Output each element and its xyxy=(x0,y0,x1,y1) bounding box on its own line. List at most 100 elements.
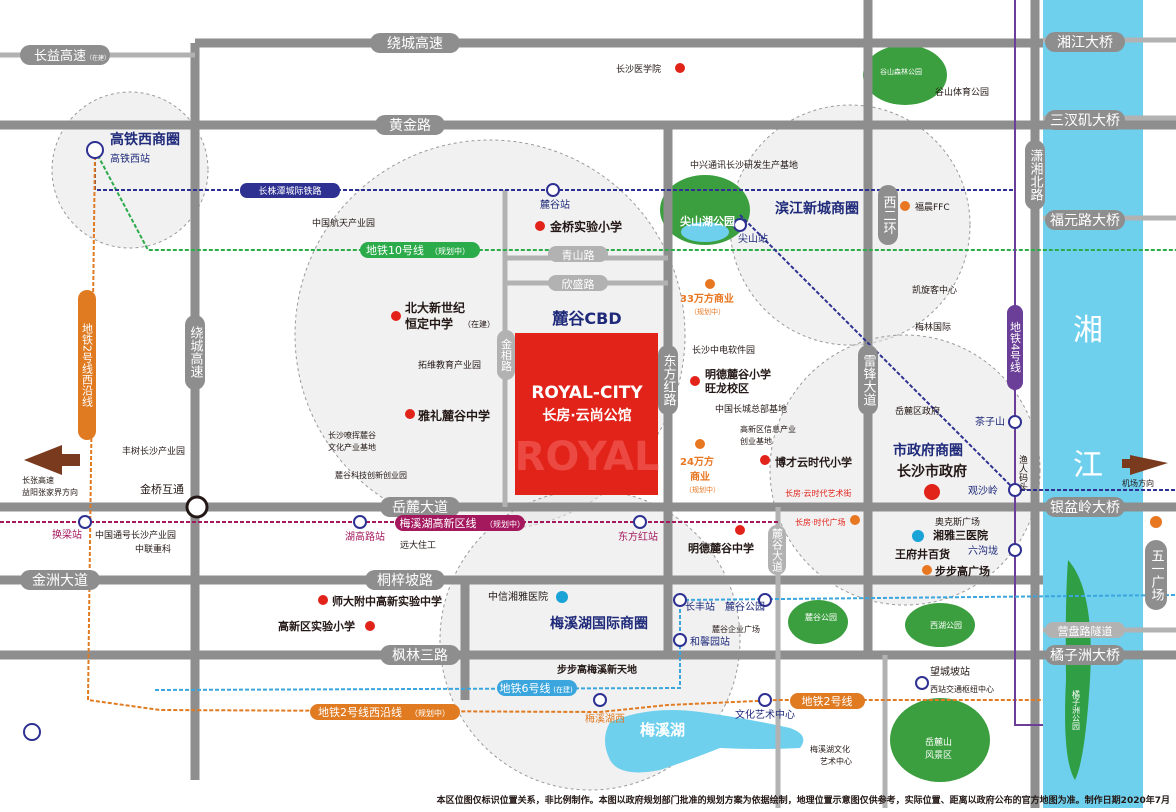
guyushan-label: 谷山森林公园 xyxy=(880,67,922,76)
mall-icon xyxy=(900,201,910,211)
mingdezhong-label: 明德麓谷中学 xyxy=(688,541,754,555)
zhonglian-label: 中联重科 xyxy=(135,543,171,555)
line2-label: 地铁2号线 xyxy=(802,694,853,708)
xiaoxiang-label: 潇湘北路 xyxy=(1028,149,1044,201)
fuyuan-badge xyxy=(1045,210,1125,230)
government-star-icon xyxy=(924,484,940,500)
school-icon xyxy=(405,409,415,419)
line2w-vert-badge xyxy=(78,290,96,440)
shizhengfu-building-label: 长沙市政府 xyxy=(897,463,967,480)
place-labels: 长沙医学院 中兴通讯长沙研发生产基地 金桥实验小学 中国航天产业园 谷山森林公园… xyxy=(22,63,1154,766)
metro-badges: 地铁10号线 （规划中） 长株潭城际铁路 地铁2号线西沿线 （规划中） 地铁4号… xyxy=(78,183,1023,720)
river-char-1: 湘 xyxy=(1073,313,1103,348)
project-block xyxy=(515,333,658,495)
mall-icon xyxy=(850,515,860,525)
luguyuanpark-label: 麓谷公园 xyxy=(805,612,837,622)
changyi-note: （在建） xyxy=(86,54,110,62)
changyi-badge xyxy=(20,45,110,65)
yixueyuan-label: 长沙医学院 xyxy=(616,63,661,75)
fenglin-badge xyxy=(380,645,460,665)
aoke-label: 奥克斯广场 xyxy=(935,516,980,528)
guanshaling-label: 观沙岭 xyxy=(968,484,998,497)
beida-label-1: 北大新世纪 xyxy=(405,300,465,315)
wenyi-label: 文化艺术中心 xyxy=(735,708,795,721)
xinsheng-label: 欣盛路 xyxy=(562,277,595,291)
hospital-icon xyxy=(556,591,568,603)
raocheng-left-label: 绕城高速 xyxy=(188,326,204,378)
metro-line-6 xyxy=(154,594,1176,691)
yinpen-label: 银盆岭大桥 xyxy=(1050,500,1120,516)
bubugao-label: 步步高广场 xyxy=(935,564,990,578)
shizhengfu-zone-circle xyxy=(769,334,1041,606)
school-icon xyxy=(391,311,401,321)
mall-icon xyxy=(922,565,932,575)
mingde-label-2: 旺龙校区 xyxy=(705,381,749,395)
footer-disclaimer: 本区位图仅标识位置关系，非比例制作。本图以政府规划部门批准的规划方案为依据绘制，… xyxy=(437,794,1170,806)
zhongguotongshang-label: 中国通号长沙产业园 xyxy=(95,529,176,541)
huangjin-badge xyxy=(375,115,445,135)
wuyi-label: 五一广场 xyxy=(1149,549,1165,601)
meixihu-label: 梅溪湖 xyxy=(640,721,685,739)
meixi-line-label: 梅溪湖高新区线 xyxy=(400,516,477,530)
line4-label: 地铁4号线 xyxy=(1009,321,1022,372)
project-watermark: ROYAL xyxy=(515,434,660,480)
chazishan-label: 茶子山 xyxy=(975,415,1005,428)
fuyuan-label: 福元路大桥 xyxy=(1050,213,1120,229)
jinzhou-label: 金洲大道 xyxy=(32,573,88,589)
school-icon xyxy=(675,63,685,73)
river-char-2: 江 xyxy=(1073,448,1103,483)
yingpan-badge xyxy=(1045,622,1125,638)
lugu-station-label: 麓谷站 xyxy=(540,198,570,211)
metro-line-4 xyxy=(1014,0,1043,726)
school-icon xyxy=(735,525,745,535)
meixi-lake xyxy=(605,709,804,773)
jianshan-station-marker xyxy=(733,218,747,232)
hospital-icon xyxy=(912,530,924,542)
raocheng-top-badge xyxy=(370,33,460,53)
wenyi-marker xyxy=(758,693,772,707)
line10-label: 地铁10号线 xyxy=(366,243,424,257)
dongfanghong-label: 东方红路 xyxy=(661,354,677,406)
jinzhou-badge xyxy=(20,570,100,590)
kaixuan-label: 凯旋客中心 xyxy=(912,284,957,296)
jianshanhu-label: 尖山湖公园 xyxy=(680,214,735,228)
school-icon xyxy=(318,595,328,605)
station-labels: 高铁西站 麓谷站 尖山站 茶子山 观沙岭 六沟垅 长丰站 和馨园站 麓谷公园 东… xyxy=(52,152,1028,725)
changfeng-marker xyxy=(673,593,687,607)
hugao-label: 湖高路站 xyxy=(345,530,385,543)
tuowei-label: 拓维教育产业园 xyxy=(418,359,481,371)
tianshu-label-2: 文化产业基地 xyxy=(328,442,376,452)
school-icon xyxy=(365,621,375,631)
yali-label: 雅礼麓谷中学 xyxy=(417,408,490,423)
vertical-road-labels: 绕城高速 东方红路 雷锋大道 西二环 金相路 麓谷大道 潇湘北路 五一广场 xyxy=(185,140,1167,610)
tongzipo-badge xyxy=(365,570,445,590)
yuelushan-label-2: 风景区 xyxy=(925,750,952,761)
road-labels: 绕城高速 黄金路 长益高速 （在建） 青山路 欣盛路 岳麓大道 桐梓坡路 金洲大… xyxy=(20,33,608,665)
yunshidai-label: 长房·云时代艺术街 xyxy=(785,488,852,498)
gaotie-station-marker xyxy=(86,141,104,159)
xihu-label: 西湖公园 xyxy=(930,621,962,630)
arrow-left-icon xyxy=(24,445,80,475)
jinqiao-school-label: 金桥实验小学 xyxy=(549,219,622,234)
lugu-station-marker xyxy=(546,183,560,197)
gaotie-station-label: 高铁西站 xyxy=(110,152,150,165)
binjiang-zone-circle xyxy=(729,104,971,346)
zone-circles xyxy=(51,91,1041,791)
yueluqu-label: 岳麓区政府 xyxy=(895,405,940,417)
line6-label: 地铁6号线 xyxy=(500,681,551,695)
yuandatzhu-label: 远大住工 xyxy=(400,539,436,551)
parks xyxy=(660,45,990,782)
yuzhou-label: 渔人码头 xyxy=(1017,455,1028,492)
rail-badge xyxy=(240,183,340,198)
jichang-label: 机场方向 xyxy=(1122,478,1154,488)
qingshan-label: 青山路 xyxy=(562,249,595,262)
gushan-forest-park xyxy=(863,45,947,105)
chazishan-marker xyxy=(1008,415,1022,429)
zhongxing-label: 中兴通讯长沙研发生产基地 xyxy=(690,159,798,171)
huanliang-marker xyxy=(78,515,92,529)
changcheng-label: 中国长城总部基地 xyxy=(715,403,787,415)
lugu-cbd-title: 麓谷CBD xyxy=(551,309,621,328)
shidaiguangchang-label: 长房·时代广场 xyxy=(795,517,846,527)
jianshan-station-label: 尖山站 xyxy=(738,232,768,245)
sandai-label: 33万方商业 xyxy=(680,292,734,305)
